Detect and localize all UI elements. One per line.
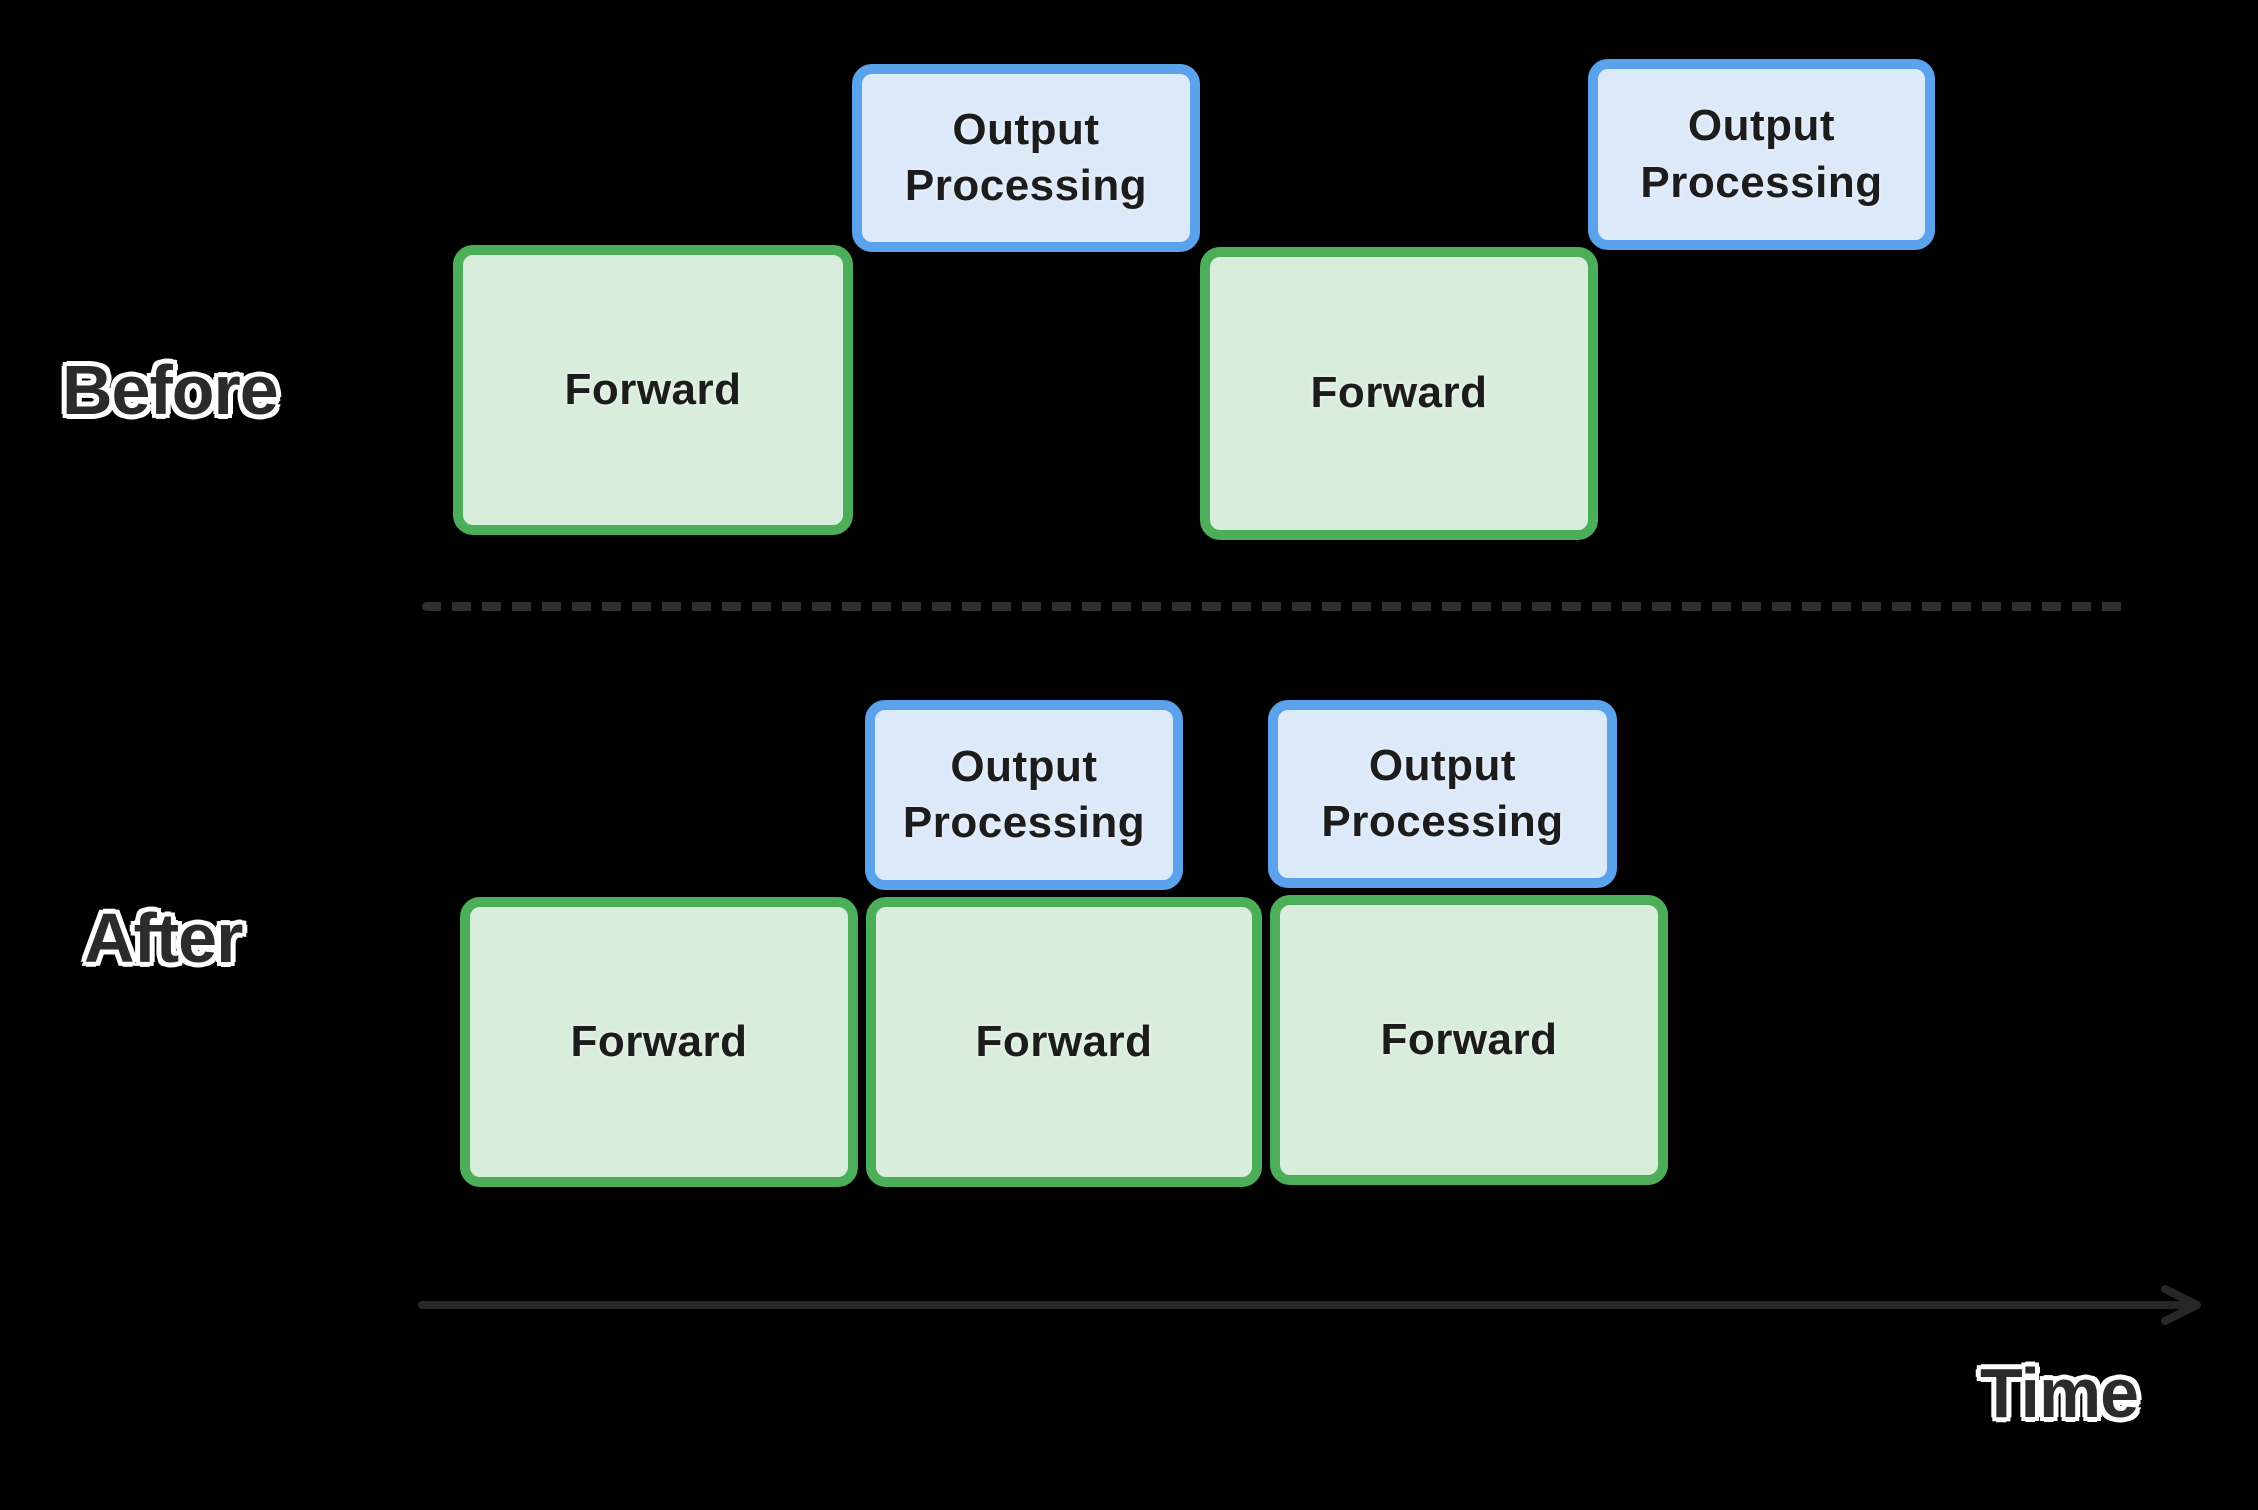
time-axis-label: Time	[1980, 1354, 2139, 1432]
time-arrow	[418, 1285, 2201, 1325]
after-output-processing-1-label: Output Processing	[902, 741, 1146, 847]
before-forward-2-label: Forward	[1310, 368, 1488, 418]
before-output-processing-1-box: Output Processing	[852, 64, 1200, 252]
after-output-processing-2-box: Output Processing	[1268, 700, 1617, 888]
after-output-processing-1-box: Output Processing	[865, 700, 1183, 890]
before-output-processing-1-label: Output Processing	[904, 104, 1148, 210]
after-row-label: After	[84, 899, 243, 977]
before-forward-1-box: Forward	[453, 245, 853, 535]
before-row-label: Before	[62, 351, 279, 429]
before-output-processing-2-box: Output Processing	[1588, 59, 1935, 250]
before-forward-2-box: Forward	[1200, 247, 1598, 540]
after-forward-3-label: Forward	[1380, 1014, 1558, 1064]
after-forward-3-box: Forward	[1270, 895, 1668, 1185]
before-forward-1-label: Forward	[564, 364, 742, 414]
after-forward-2-box: Forward	[866, 897, 1262, 1187]
after-forward-1-label: Forward	[570, 1016, 748, 1066]
after-forward-1-box: Forward	[460, 897, 858, 1187]
before-output-processing-2-label: Output Processing	[1640, 101, 1883, 207]
after-forward-2-label: Forward	[975, 1016, 1153, 1066]
dashed-divider-line	[422, 602, 2125, 611]
after-output-processing-2-label: Output Processing	[1321, 740, 1564, 846]
